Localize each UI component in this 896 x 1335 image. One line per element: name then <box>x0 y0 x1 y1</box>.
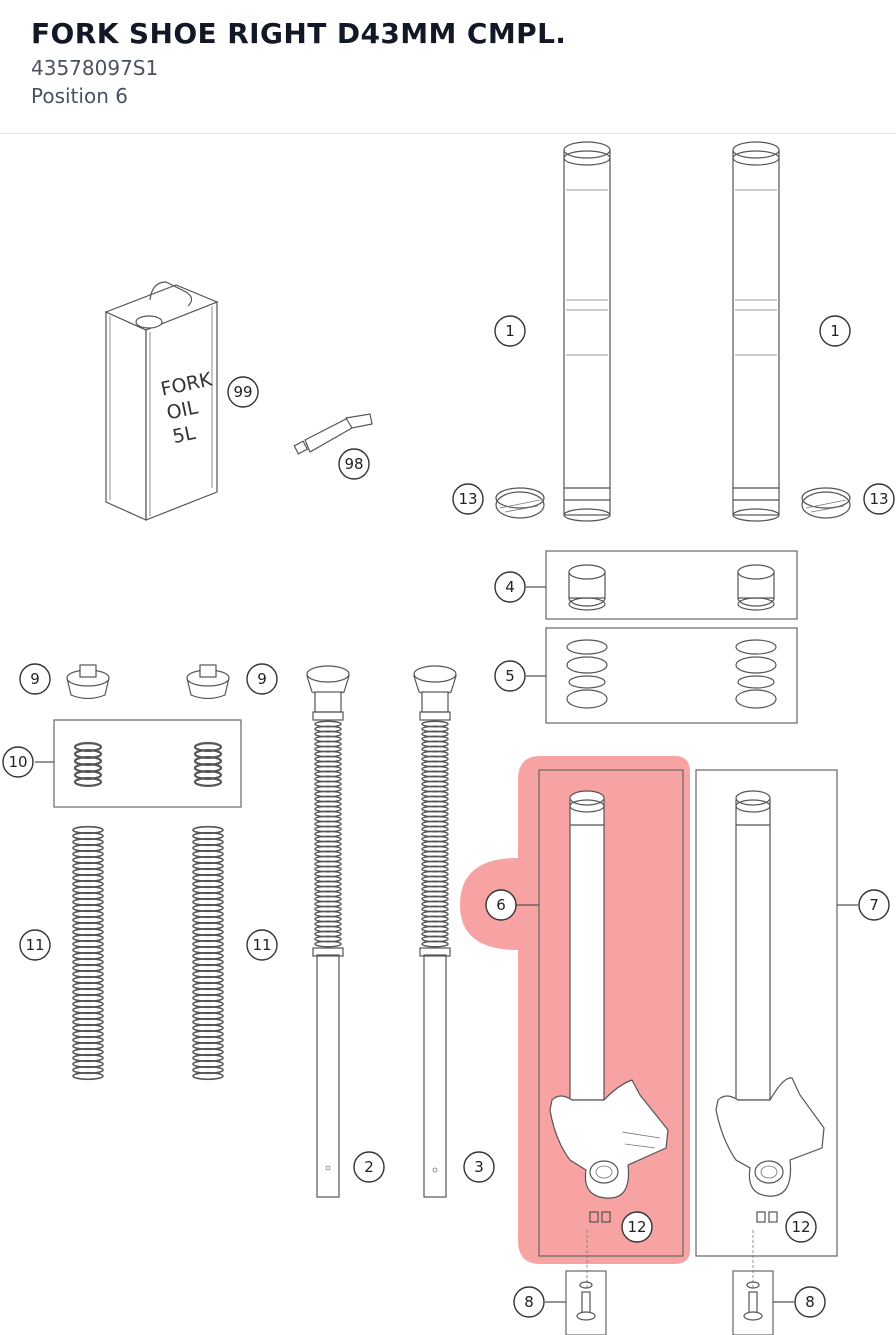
fork-shoe-left <box>715 790 825 1290</box>
group-box-8-left <box>565 1270 607 1335</box>
fork-tube-left <box>563 141 611 522</box>
callout-1-left[interactable]: 1 <box>494 315 526 347</box>
callout-13-right[interactable]: 13 <box>863 483 895 515</box>
group-box-6 <box>538 769 684 1257</box>
callout-12-right[interactable]: 12 <box>785 1211 817 1243</box>
callout-99[interactable]: 99 <box>227 376 259 408</box>
page-title: FORK SHOE RIGHT D43MM CMPL. <box>31 17 567 50</box>
svg-text:13: 13 <box>458 490 477 508</box>
svg-text:8: 8 <box>805 1293 815 1311</box>
damper-cartridge-2 <box>306 665 350 1198</box>
svg-text:4: 4 <box>505 578 515 596</box>
svg-text:1: 1 <box>830 322 840 340</box>
svg-text:13: 13 <box>869 490 888 508</box>
preload-springs <box>73 742 223 787</box>
callout-2[interactable]: 2 <box>353 1151 385 1183</box>
fork-tube-right <box>732 141 780 522</box>
axle-bolt-left <box>576 1281 596 1321</box>
callout-10[interactable]: 10 <box>2 746 34 778</box>
fork-oil-can: FORK OIL 5L <box>104 281 219 521</box>
svg-text:1: 1 <box>505 322 515 340</box>
svg-text:10: 10 <box>8 753 27 771</box>
callout-6[interactable]: 6 <box>485 889 517 921</box>
callout-3[interactable]: 3 <box>463 1151 495 1183</box>
cartridge-springs <box>314 720 449 948</box>
group-box-4 <box>545 550 798 620</box>
callout-4[interactable]: 4 <box>494 571 526 603</box>
bushing-right <box>801 487 851 519</box>
callout-7[interactable]: 7 <box>858 889 890 921</box>
callout-13-left[interactable]: 13 <box>452 483 484 515</box>
svg-text:8: 8 <box>524 1293 534 1311</box>
callout-9-left[interactable]: 9 <box>19 663 51 695</box>
callout-12-left[interactable]: 12 <box>621 1211 653 1243</box>
fork-cap-right <box>186 664 230 700</box>
svg-text:98: 98 <box>344 455 363 473</box>
callout-11-left[interactable]: 11 <box>19 929 51 961</box>
svg-text:12: 12 <box>627 1218 646 1236</box>
callout-8-right[interactable]: 8 <box>794 1286 826 1318</box>
callout-1-right[interactable]: 1 <box>819 315 851 347</box>
svg-text:9: 9 <box>257 670 267 688</box>
fork-shoe-right <box>549 790 669 1290</box>
fork-cap-left <box>66 664 110 700</box>
callout-5[interactable]: 5 <box>494 660 526 692</box>
damper-cartridge-3 <box>413 665 457 1198</box>
fork-seal-set <box>566 639 777 709</box>
can-label-line-3: 5L <box>171 422 198 448</box>
svg-text:9: 9 <box>30 670 40 688</box>
svg-text:3: 3 <box>474 1158 484 1176</box>
axle-bolt-right <box>743 1281 763 1321</box>
group-box-10 <box>53 719 242 808</box>
page-header: FORK SHOE RIGHT D43MM CMPL. 43578097S1 P… <box>0 0 896 134</box>
guide-bushing-set <box>568 564 775 611</box>
part-number: 43578097S1 <box>31 56 159 80</box>
leader-lines <box>35 586 858 1303</box>
svg-text:12: 12 <box>791 1218 810 1236</box>
bushing-left <box>495 487 545 519</box>
svg-text:11: 11 <box>252 936 271 954</box>
callout-8-left[interactable]: 8 <box>513 1286 545 1318</box>
svg-text:99: 99 <box>233 383 252 401</box>
callout-11-right[interactable]: 11 <box>246 929 278 961</box>
svg-text:7: 7 <box>869 896 879 914</box>
callout-9-right[interactable]: 9 <box>246 663 278 695</box>
callout-98[interactable]: 98 <box>338 448 370 480</box>
svg-text:6: 6 <box>496 896 506 914</box>
position-label: Position 6 <box>31 84 128 108</box>
svg-text:2: 2 <box>364 1158 374 1176</box>
grease-tube <box>293 413 373 455</box>
fork-springs <box>72 825 224 1081</box>
svg-text:5: 5 <box>505 667 515 685</box>
svg-text:11: 11 <box>25 936 44 954</box>
group-box-7 <box>695 769 838 1257</box>
